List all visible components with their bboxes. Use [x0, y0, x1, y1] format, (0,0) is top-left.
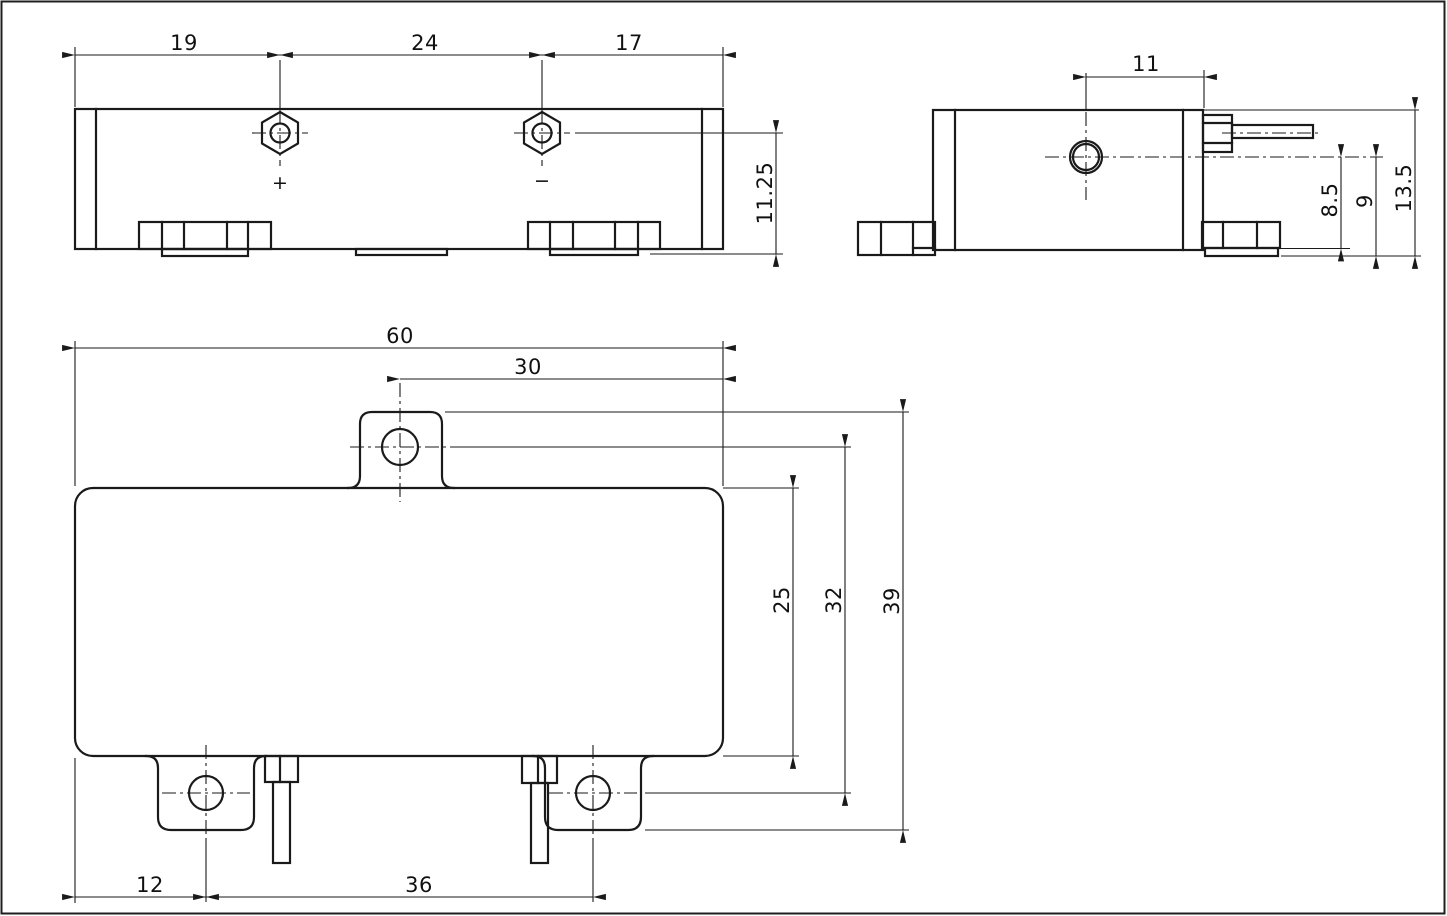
- dim-label-11: 11: [1132, 52, 1160, 76]
- side-mounting-hole: [1045, 73, 1383, 200]
- dimension-30: 30: [387, 355, 736, 383]
- dimension-32: 32: [452, 434, 851, 806]
- dim-label-39: 39: [880, 587, 904, 615]
- main-top-ear: [346, 383, 456, 502]
- dim-label-17: 17: [615, 31, 643, 55]
- polarity-minus-label: −: [534, 170, 550, 192]
- dim-label-30: 30: [514, 355, 542, 379]
- side-body-outline: [931, 108, 1205, 252]
- side-terminal-connector: [1201, 113, 1320, 154]
- side-terminal-pin: [1230, 123, 1315, 140]
- side-view: 11 8.5 9 13.5: [856, 52, 1421, 269]
- dim-label-36: 36: [405, 873, 433, 897]
- main-bottom-right-ear: [531, 745, 655, 902]
- dimension-11: 11: [1073, 52, 1217, 108]
- dim-label-8-5: 8.5: [1318, 183, 1342, 218]
- dim-label-32: 32: [822, 586, 846, 614]
- main-view: 60 30 25 32 39: [62, 324, 909, 903]
- front-view: + − 19 24 17: [62, 31, 783, 267]
- front-bottom-notch: [354, 247, 449, 257]
- dimension-39: 39: [445, 399, 909, 843]
- dim-label-11-25: 11.25: [753, 162, 777, 225]
- terminal-negative-hex-nut: [514, 60, 570, 166]
- front-right-foot: [526, 220, 662, 257]
- dim-label-9: 9: [1353, 194, 1377, 208]
- main-right-pin: [520, 754, 559, 865]
- dim-label-19: 19: [170, 31, 198, 55]
- dim-label-25: 25: [770, 586, 794, 614]
- dimension-60: 60: [62, 324, 736, 486]
- main-body-outline: [73, 486, 725, 758]
- dimension-11-25: 11.25: [575, 120, 783, 267]
- dim-label-13-5: 13.5: [1392, 164, 1416, 213]
- dimension-25: 25: [723, 475, 799, 769]
- front-left-foot: [137, 220, 273, 258]
- dimension-8-5-9-13-5: 8.5 9 13.5: [1203, 97, 1421, 269]
- terminal-positive-hex-nut: [252, 60, 308, 166]
- dim-label-24: 24: [411, 31, 439, 55]
- side-left-foot: [856, 220, 937, 257]
- dimension-12-36: 12 36: [62, 758, 606, 903]
- main-left-pin: [263, 754, 300, 865]
- side-right-foot: [1200, 220, 1282, 258]
- front-body-outline: [73, 107, 725, 251]
- dim-label-60: 60: [386, 324, 414, 348]
- main-bottom-left-ear: [144, 745, 268, 902]
- dimension-19-24-17: 19 24 17: [62, 31, 736, 107]
- dim-label-12: 12: [136, 873, 164, 897]
- polarity-plus-label: +: [272, 172, 288, 194]
